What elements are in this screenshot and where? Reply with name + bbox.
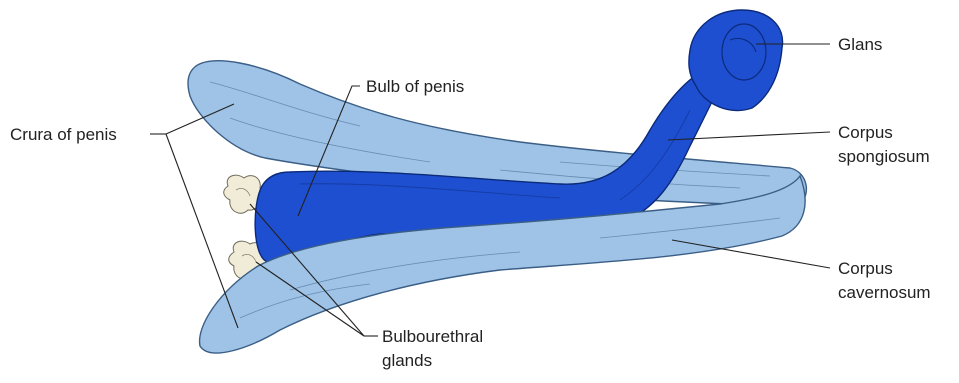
corpus-spongiosum-label-line2: spongiosum [838,147,930,166]
label-corpus-spongiosum: Corpus spongiosum [668,123,930,166]
corpus-spongiosum-label-line1: Corpus [838,123,893,142]
bulb-label: Bulb of penis [366,77,464,96]
bulbourethral-label-line2: glands [382,351,432,370]
crura-label: Crura of penis [10,125,117,144]
glans-label: Glans [838,35,882,54]
bulbourethral-label-line1: Bulbourethral [382,327,483,346]
corpus-cavernosum-label-line1: Corpus [838,259,893,278]
glans-penis [689,10,783,111]
corpus-cavernosum-label-line2: cavernosum [838,283,931,302]
leader-crura-lower [166,134,238,328]
leader-corpus-cavernosum [672,240,830,268]
label-crura: Crura of penis [10,104,238,328]
